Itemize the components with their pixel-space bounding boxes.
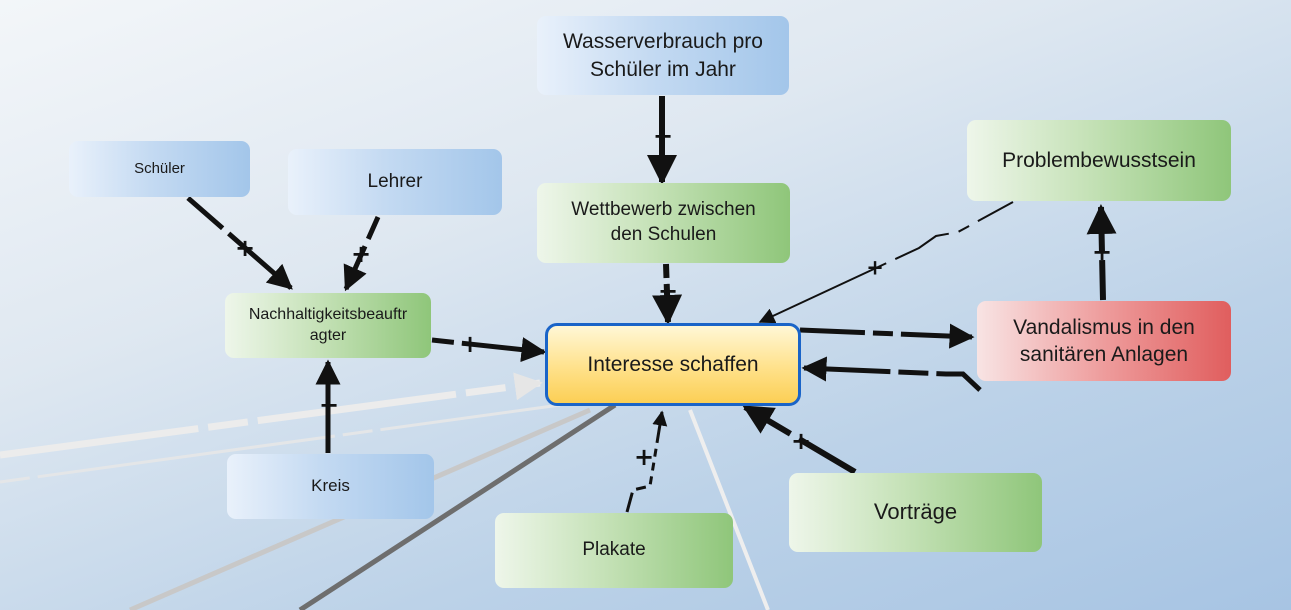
polarity-plus: + — [866, 255, 884, 280]
link-interesse-vandalismus — [799, 323, 975, 349]
node-lehrer[interactable]: Lehrer — [288, 149, 502, 215]
link-vandalismus-problembewusstsein — [1086, 204, 1117, 301]
polarity-plus: + — [350, 240, 372, 268]
link-problembewusstsein-interesse — [758, 201, 1014, 324]
polarity-plus: + — [1091, 238, 1113, 266]
node-kreis[interactable]: Kreis — [227, 454, 434, 519]
background-link — [0, 403, 561, 484]
link-nachhaltigkeit-interesse — [431, 337, 547, 363]
node-wettbewerb[interactable]: Wettbewerb zwischen den Schulen — [537, 183, 790, 263]
node-vortraege[interactable]: Vorträge — [789, 473, 1042, 552]
link-lehrer-nachhaltigkeit — [343, 215, 381, 292]
polarity-plus: + — [234, 234, 256, 262]
polarity-plus: + — [633, 443, 655, 471]
polarity-plus: + — [790, 427, 812, 455]
node-plakate[interactable]: Plakate — [495, 513, 733, 588]
node-interesse[interactable]: Interesse schaffen — [545, 323, 801, 406]
link-vandalismus-interesse — [801, 356, 982, 392]
link-plakate-interesse — [625, 410, 668, 513]
background-link — [0, 372, 543, 459]
link-wettbewerb-interesse — [652, 263, 683, 325]
node-nachhaltigkeit[interactable]: Nachhaltigkeitsbeauftr agter — [225, 293, 431, 358]
link-schueler-nachhaltigkeit — [186, 196, 293, 290]
background-link — [298, 402, 617, 610]
node-schueler[interactable]: Schüler — [69, 141, 250, 197]
node-vandalismus[interactable]: Vandalismus in den sanitären Anlagen — [977, 301, 1231, 381]
polarity-plus: + — [318, 391, 340, 419]
background-link — [688, 409, 770, 610]
polarity-plus: + — [459, 330, 481, 358]
node-wasserverbrauch[interactable]: Wasserverbrauch pro Schüler im Jahr — [537, 16, 789, 95]
link-vortraege-interesse — [742, 404, 857, 475]
polarity-plus: + — [652, 122, 674, 150]
node-problembewusstsein[interactable]: Problembewusstsein — [967, 120, 1231, 201]
polarity-plus: + — [657, 277, 679, 305]
